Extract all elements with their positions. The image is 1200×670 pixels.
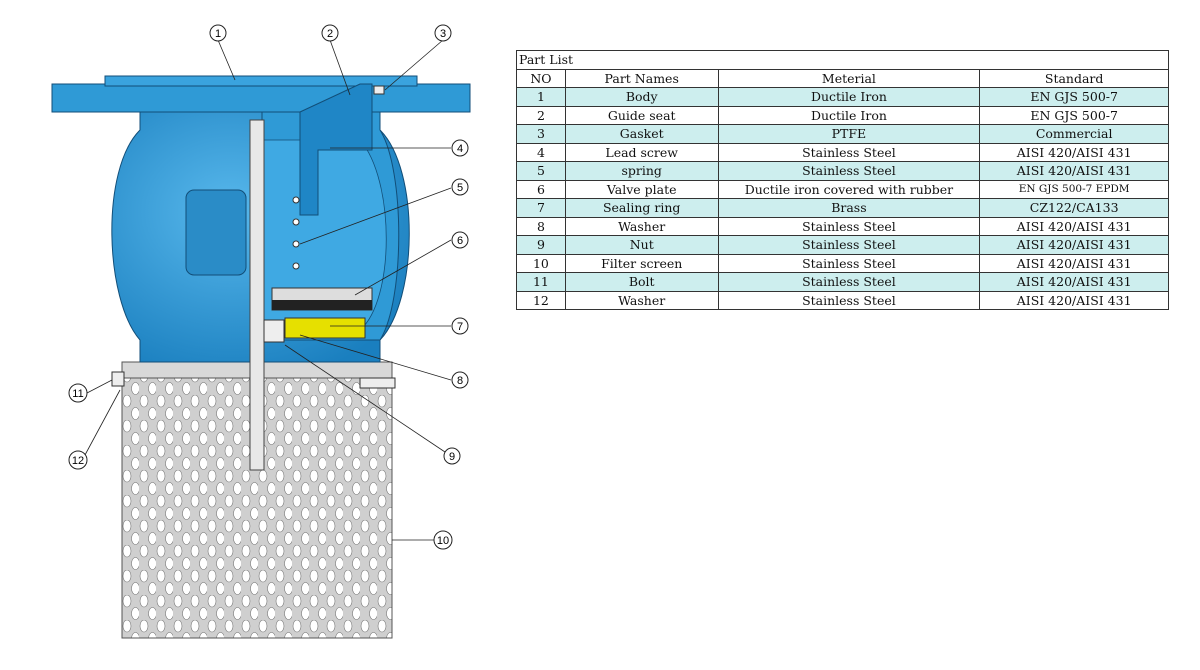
- callout-5: 5: [457, 182, 463, 194]
- cell-standard: EN GJS 500-7: [979, 105, 1169, 125]
- cell-no: 10: [516, 253, 566, 273]
- cell-material: Stainless Steel: [717, 253, 981, 273]
- table-header: NO Part Names Meterial Standard: [516, 68, 1169, 88]
- cell-part-name: Washer: [564, 216, 719, 236]
- table-title: Part List: [516, 50, 1169, 70]
- cell-material: Stainless Steel: [717, 161, 981, 181]
- cell-part-name: Gasket: [564, 124, 719, 144]
- callout-11: 11: [72, 388, 83, 400]
- spring: [292, 196, 300, 270]
- cell-material: Ductile Iron: [717, 105, 981, 125]
- cell-no: 8: [516, 216, 566, 236]
- cell-material: Stainless Steel: [717, 216, 981, 236]
- cell-no: 9: [516, 235, 566, 255]
- callout-3: 3: [440, 28, 446, 40]
- cell-part-name: Filter screen: [564, 253, 719, 273]
- gasket: [373, 85, 385, 95]
- cell-part-name: Lead screw: [564, 142, 719, 162]
- callout-12: 12: [72, 455, 84, 467]
- cell-standard: AISI 420/AISI 431: [979, 253, 1169, 273]
- cell-standard: AISI 420/AISI 431: [979, 142, 1169, 162]
- cell-standard: AISI 420/AISI 431: [979, 290, 1169, 310]
- cell-standard: AISI 420/AISI 431: [979, 216, 1169, 236]
- callout-8: 8: [457, 375, 463, 387]
- cell-material: Stainless Steel: [717, 235, 981, 255]
- callout-2: 2: [327, 28, 333, 40]
- callout-4: 4: [457, 143, 463, 155]
- callout-9: 9: [449, 451, 455, 463]
- nut: [263, 319, 285, 343]
- flange: [51, 83, 471, 113]
- cell-material: Ductile Iron: [717, 87, 981, 107]
- cell-standard: AISI 420/AISI 431: [979, 161, 1169, 181]
- cell-part-name: Sealing ring: [564, 198, 719, 218]
- cell-no: 1: [516, 87, 566, 107]
- callout-labels: 1 2 3 4 5 6 7 8 9 10 11 12: [68, 24, 469, 550]
- bolt-left: [111, 371, 125, 387]
- cell-material: Ductile iron covered with rubber: [717, 179, 981, 199]
- bolt-right: [359, 377, 396, 389]
- cell-material: Brass: [717, 198, 981, 218]
- foot-valve-cutaway-drawing: 1 2 3 4 5 6 7 8 9 10 11 12: [51, 24, 471, 639]
- cell-part-name: Valve plate: [564, 179, 719, 199]
- lead-screw: [249, 119, 265, 471]
- callout-10: 10: [437, 535, 449, 547]
- cell-part-name: Guide seat: [564, 105, 719, 125]
- cell-standard: CZ122/CA133: [979, 198, 1169, 218]
- callout-7: 7: [457, 321, 463, 333]
- callout-6: 6: [457, 235, 463, 247]
- cell-no: 6: [516, 179, 566, 199]
- cell-material: Stainless Steel: [717, 290, 981, 310]
- cell-material: Stainless Steel: [717, 142, 981, 162]
- cell-material: Stainless Steel: [717, 272, 981, 292]
- sealing-ring: [284, 317, 366, 339]
- cell-no: 11: [516, 272, 566, 292]
- cell-part-name: Bolt: [564, 272, 719, 292]
- cell-standard: EN GJS 500-7 EPDM: [979, 179, 1169, 199]
- callout-1: 1: [215, 28, 221, 40]
- cell-standard: Commercial: [979, 124, 1169, 144]
- cell-no: 2: [516, 105, 566, 125]
- cell-material: PTFE: [717, 124, 981, 144]
- header-part-names: Part Names: [564, 68, 719, 88]
- cell-part-name: spring: [564, 161, 719, 181]
- cell-no: 3: [516, 124, 566, 144]
- cell-standard: AISI 420/AISI 431: [979, 272, 1169, 292]
- cell-standard: EN GJS 500-7: [979, 87, 1169, 107]
- cell-part-name: Body: [564, 87, 719, 107]
- cell-no: 12: [516, 290, 566, 310]
- cell-part-name: Washer: [564, 290, 719, 310]
- header-no: NO: [516, 68, 566, 88]
- cell-part-name: Nut: [564, 235, 719, 255]
- cell-standard: AISI 420/AISI 431: [979, 235, 1169, 255]
- header-material: Meterial: [717, 68, 981, 88]
- cell-no: 4: [516, 142, 566, 162]
- header-standard: Standard: [979, 68, 1169, 88]
- part-list-table: Part List NO Part Names Meterial Standar…: [516, 50, 1169, 310]
- cell-no: 5: [516, 161, 566, 181]
- cell-no: 7: [516, 198, 566, 218]
